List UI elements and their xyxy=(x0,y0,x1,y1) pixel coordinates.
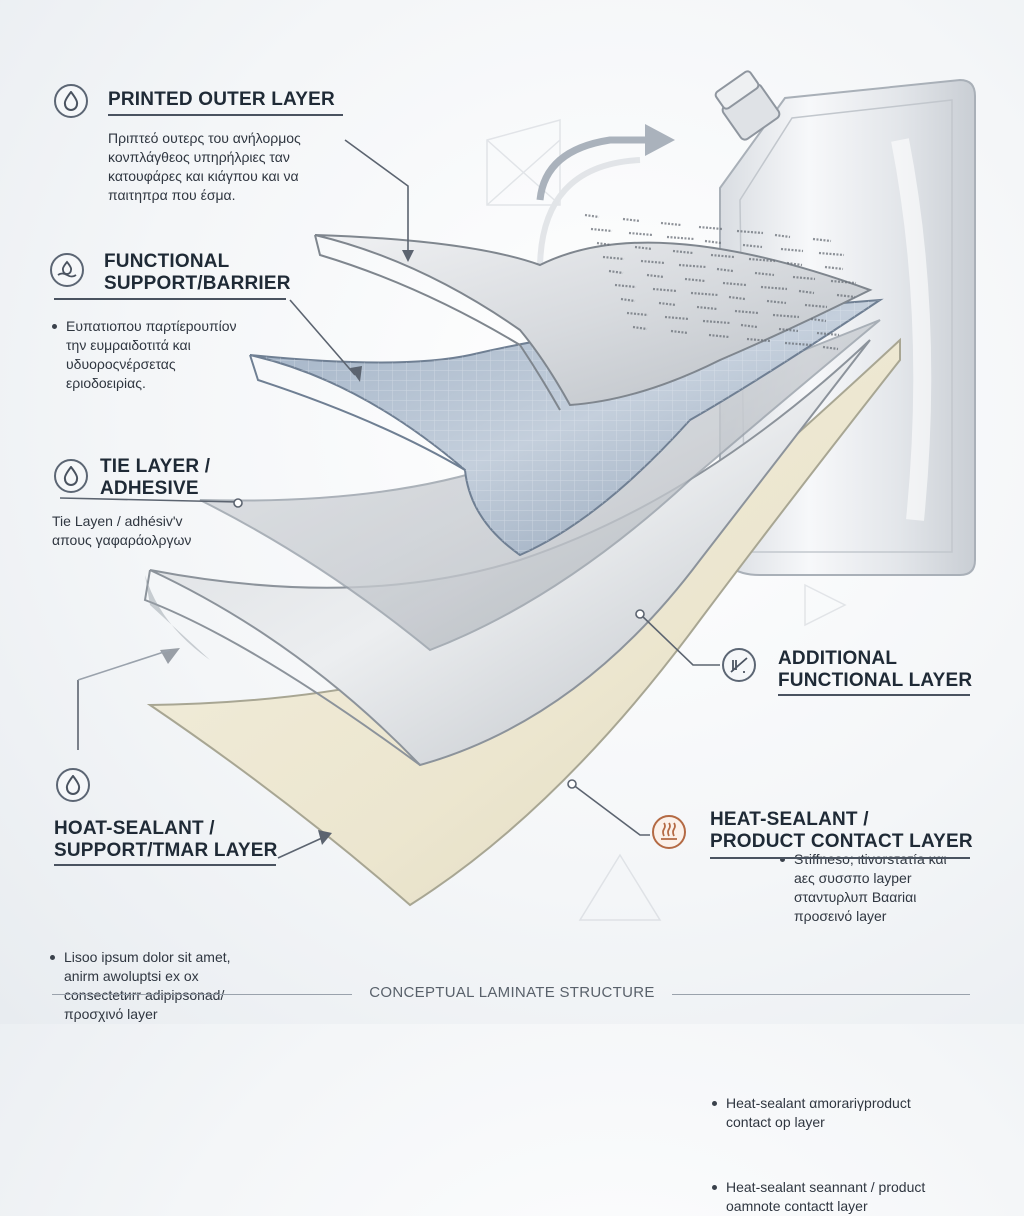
heat-sealant-title: HEAT-SEALANT / PRODUCT CONTACT LAYER xyxy=(710,809,973,852)
functional-support-barrier-title: FUNCTIONAL SUPPORT/BARRIER xyxy=(104,251,291,294)
laminate-illustration xyxy=(59,70,976,921)
heat-sealant-bullet-1: Heat-sealant αmorariγproduct contact op … xyxy=(710,1094,1024,1132)
divider xyxy=(54,298,286,300)
additional-functional-layer-desc: Sτiffnesο; ιtivorsτaτía και aες συσσπο l… xyxy=(778,850,1024,926)
functional-support-barrier-desc: Ευπατιοπου παρτίεpουπίον την ευμραιδοτιτ… xyxy=(50,317,1024,393)
tie-layer-adhesive-title: TIE LAYER / ADHESIVE xyxy=(100,456,211,499)
footer-divider-left xyxy=(52,994,352,995)
hoat-sealant-desc: Lisoo ipsum dolor sit amet, anirm awolup… xyxy=(48,948,1024,1024)
divider xyxy=(710,857,970,859)
droplet-icon xyxy=(54,84,88,118)
droplet-icon xyxy=(54,459,88,493)
divider xyxy=(108,114,343,116)
divider xyxy=(54,864,276,866)
additional-functional-layer-title: ADDITIONAL FUNCTIONAL LAYER xyxy=(778,648,973,691)
printed-outer-layer-title: PRINTED OUTER LAYER xyxy=(108,89,335,110)
footer-caption: CONCEPTUAL LAMINATE STRUCTURE xyxy=(369,984,655,1001)
heat-sealant-bullet-2: Heat-sealant seannant / product oamnote … xyxy=(710,1178,1024,1216)
footer-divider-right xyxy=(672,994,970,995)
slash-barrier-icon xyxy=(722,648,756,682)
water-wave-icon xyxy=(50,253,84,287)
tie-layer-adhesive-desc: Tie Layen / adhésiv'v απους γαφαράολργων xyxy=(52,513,192,548)
printed-outer-layer-desc: Πριπτεό ουτερς του ανήλορμος κονπλάγθεος… xyxy=(108,130,301,203)
hoat-sealant-title: HOAT-SEALANT / SUPPORT/TMAR LAYER xyxy=(54,818,278,861)
divider xyxy=(778,694,970,696)
heat-waves-icon xyxy=(652,815,686,849)
droplet-icon xyxy=(56,768,90,802)
